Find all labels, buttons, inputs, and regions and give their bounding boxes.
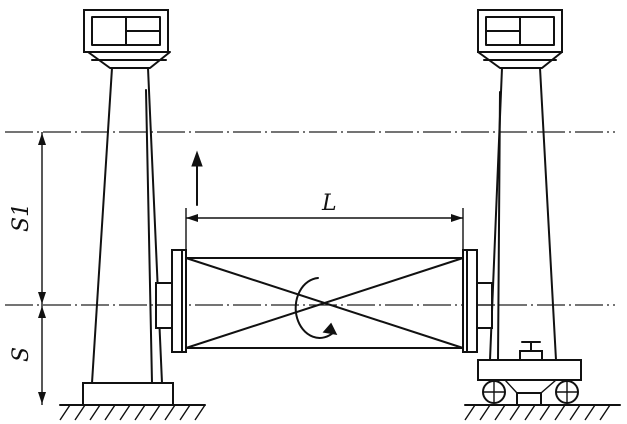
right-carriage [477,341,582,406]
carriage-brake [516,392,542,406]
carriage-clamp [519,350,543,361]
carriage-body [477,359,582,381]
rotation-arrow [294,277,335,339]
left-flange [171,249,187,353]
label-l: L [321,191,337,216]
ground-left [59,404,206,421]
test-piece [171,249,478,353]
ground-right [464,404,621,421]
left-column-base [82,382,174,406]
right-column [475,9,563,361]
dimension-l: L [185,191,464,250]
lift-arrow [191,150,203,206]
label-s1: S1 [9,203,34,232]
right-flange [462,249,478,353]
label-s: S [9,347,34,362]
left-column [82,9,174,406]
dimension-vertical: S1 S [9,132,46,405]
rotation-arrowhead [322,322,338,335]
